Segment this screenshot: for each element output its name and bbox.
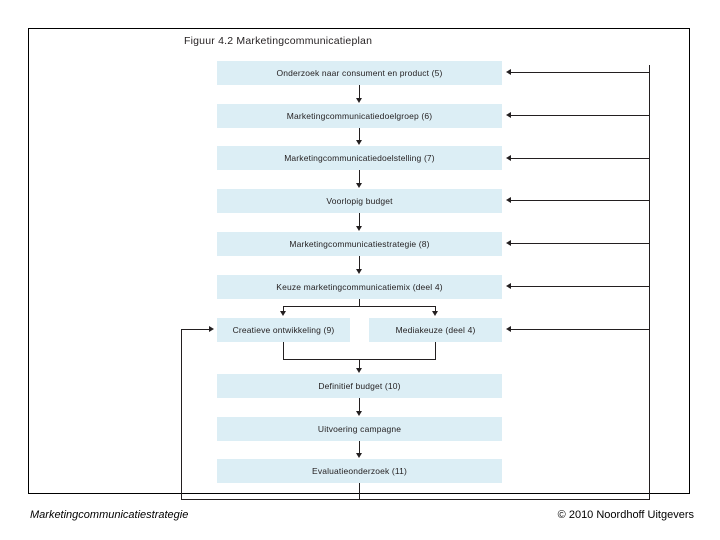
footer-right-label: © 2010 Noordhoff Uitgevers	[557, 509, 694, 521]
feedback-return-voorlopig-budget-arrow	[506, 196, 511, 203]
feedback-bus-bottom	[359, 499, 650, 500]
connector-budget-strategie-line	[359, 213, 360, 227]
connector-mix-split-stem	[359, 299, 360, 307]
figure-frame: Figuur 4.2 Marketingcommunicatieplan Ond…	[28, 28, 690, 500]
feedback-return-onderzoek-line	[511, 72, 650, 73]
feedback-return-doelgroep-line	[511, 115, 650, 116]
flow-node-voorlopig-budget[interactable]: Voorlopig budget	[217, 189, 502, 213]
figure-title: Figuur 4.2 Marketingcommunicatieplan	[184, 35, 373, 47]
flow-node-creatieve-ontwikkeling[interactable]: Creatieve ontwikkeling (9)	[217, 318, 350, 342]
flow-node-mediakeuze[interactable]: Mediakeuze (deel 4)	[369, 318, 502, 342]
flow-node-doelgroep[interactable]: Marketingcommunicatiedoelgroep (6)	[217, 104, 502, 128]
flow-node-definitief-budget[interactable]: Definitief budget (10)	[217, 374, 502, 398]
feedback-return-mediakeuze-arrow	[506, 325, 511, 332]
feedback-return-doelgroep-arrow	[506, 111, 511, 118]
connector-strategie-mix-arrow	[355, 269, 362, 274]
connector-evaluatie-feedback-stem	[359, 483, 360, 500]
connector-doelgroep-doelstelling-line	[359, 128, 360, 141]
feedback-loop-left-bottom	[181, 499, 359, 500]
feedback-return-mediakeuze-line	[511, 329, 650, 330]
connector-strategie-mix-line	[359, 256, 360, 270]
feedback-return-doelstelling-line	[511, 158, 650, 159]
flow-node-uitvoering[interactable]: Uitvoering campagne	[217, 417, 502, 441]
connector-onderzoek-doelgroep-line	[359, 85, 360, 99]
feedback-loop-left-arrow	[209, 325, 214, 332]
connector-merge-stem	[359, 359, 360, 368]
connector-mix-split-bar	[283, 306, 436, 307]
connector-doelstelling-budget-line	[359, 170, 360, 184]
feedback-loop-left-entry	[181, 329, 209, 330]
connector-doelstelling-budget-arrow	[355, 183, 362, 188]
connector-merge-arrow	[355, 368, 362, 373]
feedback-return-mix-arrow	[506, 282, 511, 289]
feedback-return-onderzoek-arrow	[506, 68, 511, 75]
feedback-return-doelstelling-arrow	[506, 154, 511, 161]
flow-node-onderzoek[interactable]: Onderzoek naar consument en product (5)	[217, 61, 502, 85]
feedback-return-voorlopig-budget-line	[511, 200, 650, 201]
connector-split-left-arrow	[279, 311, 286, 316]
feedback-loop-left-riser	[181, 329, 182, 500]
flow-node-evaluatie[interactable]: Evaluatieonderzoek (11)	[217, 459, 502, 483]
flow-node-mix[interactable]: Keuze marketingcommunicatiemix (deel 4)	[217, 275, 502, 299]
flow-node-strategie[interactable]: Marketingcommunicatiestrategie (8)	[217, 232, 502, 256]
connector-definitief-uitvoering-arrow	[355, 411, 362, 416]
connector-definitief-uitvoering-line	[359, 398, 360, 412]
connector-split-left-drop	[283, 306, 284, 312]
connector-uitvoering-evaluatie-arrow	[355, 453, 362, 458]
connector-doelgroep-doelstelling-arrow	[355, 140, 362, 145]
feedback-return-strategie-arrow	[506, 239, 511, 246]
connector-split-right-drop	[435, 306, 436, 312]
connector-budget-strategie-arrow	[355, 226, 362, 231]
feedback-return-strategie-line	[511, 243, 650, 244]
feedback-return-mix-line	[511, 286, 650, 287]
connector-onderzoek-doelgroep-arrow	[355, 98, 362, 103]
feedback-bus-right-riser	[649, 65, 650, 500]
connector-merge-left-stem	[283, 342, 284, 360]
connector-split-right-arrow	[431, 311, 438, 316]
footer-left-label: Marketingcommunicatiestrategie	[30, 509, 189, 521]
connector-uitvoering-evaluatie-line	[359, 441, 360, 454]
connector-merge-right-stem	[435, 342, 436, 360]
flow-node-doelstelling[interactable]: Marketingcommunicatiedoelstelling (7)	[217, 146, 502, 170]
